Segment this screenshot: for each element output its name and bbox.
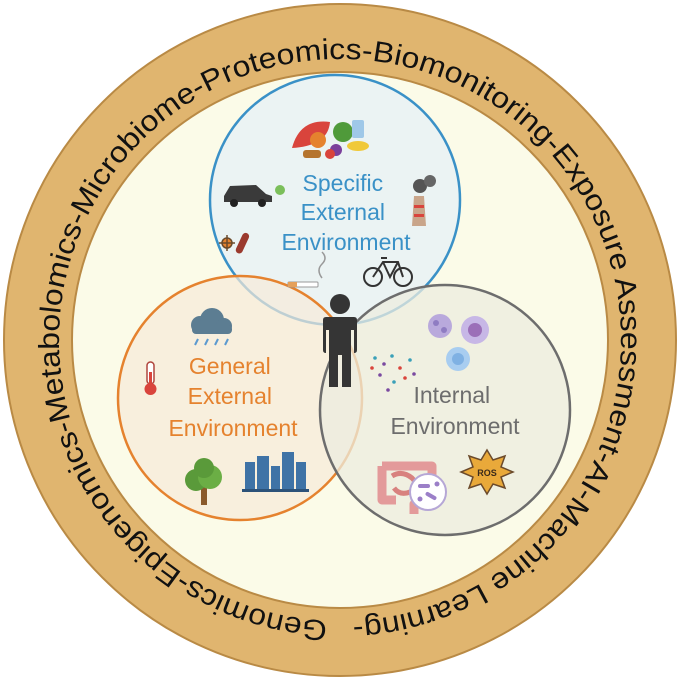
- virus-icon: [219, 235, 235, 251]
- tree-icon: [185, 458, 222, 505]
- factory-icon: [412, 175, 436, 226]
- immune-cells-icon: [428, 314, 489, 371]
- ros-burst-icon: ROS: [459, 448, 515, 496]
- city-buildings-icon: [242, 452, 309, 492]
- bicycle-icon: [363, 257, 413, 287]
- specific-label: Specific External Environment: [281, 170, 411, 255]
- bacteria-rod-icon: [235, 232, 250, 254]
- microbiome-petri-icon: [409, 473, 447, 511]
- rain-cloud-icon: [191, 308, 232, 346]
- general-label: General External Environment: [168, 353, 298, 441]
- particles-icon: [370, 354, 416, 392]
- cigarette-icon: [287, 251, 326, 288]
- food-icon: [292, 120, 369, 159]
- internal-label: Internal Environment: [390, 382, 520, 439]
- thermometer-icon: [144, 361, 157, 395]
- car-icon: [224, 185, 285, 207]
- person-icon: [323, 294, 357, 387]
- ros-label: ROS: [477, 468, 497, 478]
